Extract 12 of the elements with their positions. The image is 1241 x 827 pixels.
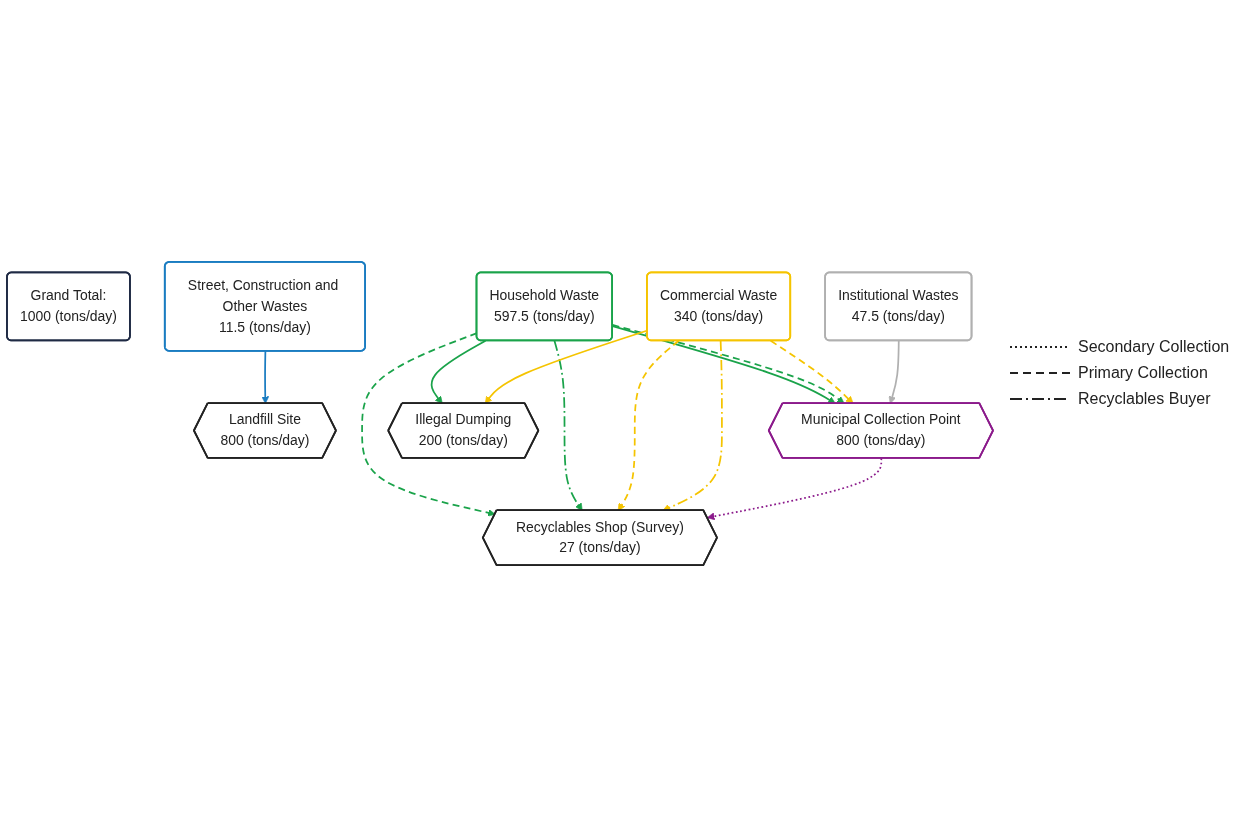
arrow [662,339,723,512]
arrow [430,339,487,404]
arrow [888,339,900,404]
legend-label: Primary Collection [1078,364,1208,382]
arrow [553,339,583,511]
arrow [361,332,496,517]
legend-label: Recyclables Buyer [1078,390,1211,408]
legend-label: Secondary Collection [1078,338,1230,356]
arrow [706,457,883,521]
arrow [261,350,270,404]
arrow [769,339,854,404]
arrow [617,339,680,511]
